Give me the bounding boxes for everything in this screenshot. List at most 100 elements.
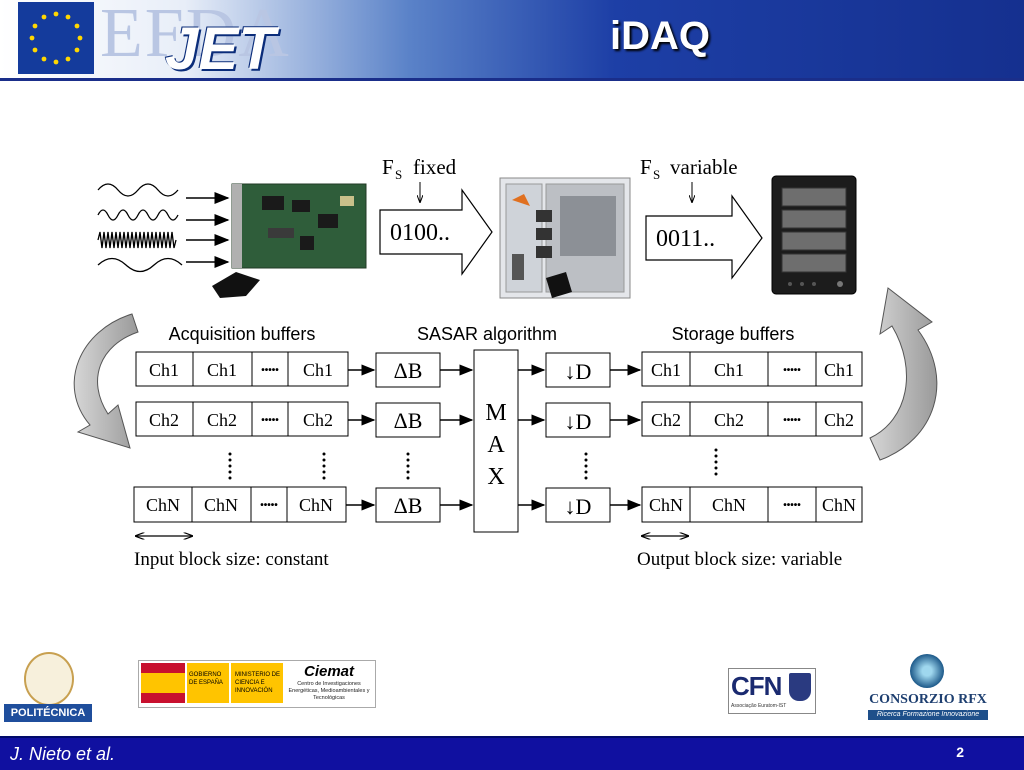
delta-box-ch1: ΔB	[375, 352, 441, 388]
idaq-diagram: F S fixed 0100.. F S variable 0011.. Acq…	[73, 155, 938, 570]
page-title: iDAQ	[610, 14, 710, 58]
slide-header: EFDA JET iDAQ	[0, 0, 1024, 82]
rfx-logo: CONSORZIO RFX Ricerca Formazione Innovaz…	[866, 654, 990, 720]
svg-text:↓D: ↓D	[565, 494, 592, 519]
acq-cell-chn-b: ChN	[204, 495, 238, 515]
eu-flag-icon	[18, 2, 94, 74]
delta-box-chn: ΔB	[375, 487, 441, 523]
signal-arrows	[186, 192, 230, 268]
upm-seal-icon	[24, 652, 74, 706]
store-cell-ch1-dots: •••••	[783, 365, 801, 376]
sasar-algorithm-title: SASAR algorithm	[417, 324, 557, 344]
output-code: 0011..	[656, 226, 715, 252]
store-cell-ch2-dots: •••••	[783, 415, 801, 426]
efda-logo: EFDA	[100, 0, 291, 72]
acquisition-buffer-row-chn: ChN ChN ••••• ChN	[133, 486, 347, 523]
acq-cell-chn-a: ChN	[146, 495, 180, 515]
cfn-logo: CFN Associação Euratom-IST	[728, 668, 816, 714]
slide-footer: J. Nieto et al. 2	[0, 736, 1024, 770]
page-number: 2	[956, 744, 964, 760]
fs-fixed-label: fixed	[413, 155, 457, 179]
cfn-subtitle: Associação Euratom-IST	[731, 703, 787, 709]
ist-shield-icon	[789, 673, 811, 701]
store-cell-chn-dots: •••••	[783, 500, 801, 511]
fs-fixed-subscript: S	[395, 167, 402, 182]
store-cell-ch1-b: Ch1	[714, 360, 744, 380]
max-letter-x: X	[487, 464, 504, 490]
max-block: M A X	[473, 349, 519, 533]
acq-cell-ch1-c: Ch1	[303, 360, 333, 380]
acq-cell-ch2-dots: •••••	[261, 415, 279, 426]
input-signals	[97, 183, 183, 273]
store-cell-ch2-c: Ch2	[824, 410, 854, 430]
input-code-arrow	[379, 188, 493, 276]
ciemat-subtitle: Centro de Investigaciones Energéticas, M…	[288, 681, 370, 701]
fs-variable-label: variable	[670, 155, 738, 179]
signal-wave-2	[97, 209, 179, 221]
output-size-label: Output block size: variable	[637, 549, 842, 570]
input-code: 0100..	[390, 220, 450, 246]
fs-variable-subscript: S	[653, 167, 660, 182]
fs-fixed-symbol: F	[382, 155, 394, 179]
store-cell-chn-a: ChN	[649, 495, 683, 515]
store-cell-chn-b: ChN	[712, 495, 746, 515]
storage-buffer-row-chn: ChN ChN ••••• ChN	[641, 486, 863, 523]
acq-cell-ch1-dots: •••••	[261, 365, 279, 376]
signal-wave-3	[97, 231, 177, 249]
storage-buffer-row-ch1: Ch1 Ch1 ••••• Ch1	[641, 351, 863, 387]
rfx-badge-icon	[910, 654, 944, 688]
output-code-arrow	[645, 194, 763, 280]
svg-text:↓D: ↓D	[565, 359, 592, 384]
decimation-box-chn: ↓D	[545, 487, 611, 523]
svg-text:ΔB: ΔB	[394, 408, 423, 433]
fs-variable-symbol: F	[640, 155, 652, 179]
ciemat-logo: GOBIERNO DE ESPAÑA MINISTERIO DE CIENCIA…	[138, 660, 376, 708]
max-letter-m: M	[485, 400, 506, 426]
decimation-box-ch1: ↓D	[545, 352, 611, 388]
header-divider	[0, 78, 1024, 81]
ministerio-text: MINISTERIO DE CIENCIA E INNOVACIÓN	[231, 663, 283, 703]
store-cell-ch2-a: Ch2	[651, 410, 681, 430]
storage-device-image	[771, 175, 857, 295]
acq-cell-chn-c: ChN	[299, 495, 333, 515]
acq-cell-ch1-b: Ch1	[207, 360, 237, 380]
acq-cell-ch2-b: Ch2	[207, 410, 237, 430]
svg-text:ΔB: ΔB	[394, 493, 423, 518]
storage-buffer-row-ch2: Ch2 Ch2 ••••• Ch2	[641, 401, 863, 437]
cfn-name: CFN	[731, 671, 782, 701]
delta-box-ch2: ΔB	[375, 402, 441, 438]
jet-logo: JET	[165, 15, 276, 82]
gobierno-text: GOBIERNO DE ESPAÑA	[187, 663, 229, 703]
svg-text:ΔB: ΔB	[394, 358, 423, 383]
spain-emblem-icon	[141, 663, 185, 703]
pxi-controller-image	[499, 177, 631, 299]
store-cell-ch1-c: Ch1	[824, 360, 854, 380]
vertical-ellipsis	[228, 448, 718, 480]
loop-arrow-right	[869, 287, 938, 461]
acq-cell-ch2-c: Ch2	[303, 410, 333, 430]
storage-buffers-title: Storage buffers	[672, 324, 795, 344]
acq-cell-ch2-a: Ch2	[149, 410, 179, 430]
rfx-subtitle: Ricerca Formazione Innovazione	[868, 710, 988, 720]
loop-arrow-left	[73, 313, 139, 449]
signal-wave-1	[97, 183, 179, 197]
acquisition-card-image	[212, 183, 367, 298]
footer-author: J. Nieto et al.	[10, 744, 116, 764]
store-cell-ch1-a: Ch1	[651, 360, 681, 380]
max-letter-a: A	[487, 432, 505, 458]
acquisition-buffers-title: Acquisition buffers	[169, 324, 316, 344]
ciemat-name: Ciemat	[303, 663, 355, 680]
acquisition-buffer-row-ch1: Ch1 Ch1 ••••• Ch1	[135, 351, 349, 387]
input-size-label: Input block size: constant	[134, 549, 329, 570]
rfx-name: CONSORZIO RFX	[869, 692, 987, 707]
store-cell-chn-c: ChN	[822, 495, 856, 515]
store-cell-ch2-b: Ch2	[714, 410, 744, 430]
decimation-box-ch2: ↓D	[545, 402, 611, 438]
svg-text:↓D: ↓D	[565, 409, 592, 434]
signal-wave-4	[97, 257, 183, 273]
acq-cell-chn-dots: •••••	[260, 500, 278, 511]
upm-logo-text: POLITÉCNICA	[4, 704, 92, 722]
acquisition-buffer-row-ch2: Ch2 Ch2 ••••• Ch2	[135, 401, 349, 437]
acq-cell-ch1-a: Ch1	[149, 360, 179, 380]
upm-logo: POLITÉCNICA	[4, 652, 92, 724]
